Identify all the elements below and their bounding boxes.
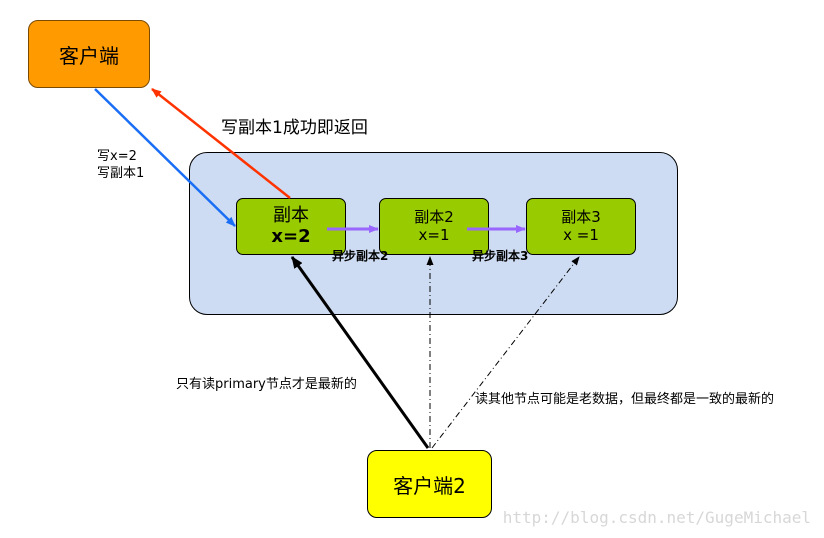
async-replica3-label: 异步副本3 — [472, 249, 529, 263]
replica2-node: 副本2 x=1 — [379, 198, 489, 255]
read-primary-arrow — [290, 256, 430, 449]
return-label: 写副本1成功即返回 — [221, 118, 368, 138]
write-arrow — [94, 88, 236, 227]
replica1-node: 副本 x=2 — [236, 198, 346, 255]
client-node: 客户端 — [28, 20, 150, 88]
client2-label: 客户端2 — [393, 473, 466, 498]
replica2-name: 副本2 — [414, 208, 454, 227]
read-replica3-arrow — [431, 256, 580, 449]
replica1-value: x=2 — [271, 225, 311, 247]
replica3-value: x =1 — [563, 225, 599, 244]
replica2-value: x=1 — [418, 225, 450, 244]
replica3-name: 副本3 — [561, 208, 601, 227]
async-replica2-label: 异步副本2 — [332, 249, 389, 263]
replica1-name: 副本 — [273, 204, 309, 226]
write-label-line1: 写x=2 — [97, 149, 137, 164]
client-label: 客户端 — [59, 43, 119, 68]
read-primary-label: 只有读primary节点才是最新的 — [176, 377, 357, 392]
read-others-label: 读其他节点可能是老数据，但最终都是一致的最新的 — [475, 392, 775, 407]
write-label-line2: 写副本1 — [97, 166, 145, 181]
replica3-node: 副本3 x =1 — [526, 198, 636, 255]
watermark: http://blog.csdn.net/GugeMichael — [502, 508, 811, 527]
return-arrow — [151, 88, 291, 199]
client2-node: 客户端2 — [367, 450, 492, 518]
